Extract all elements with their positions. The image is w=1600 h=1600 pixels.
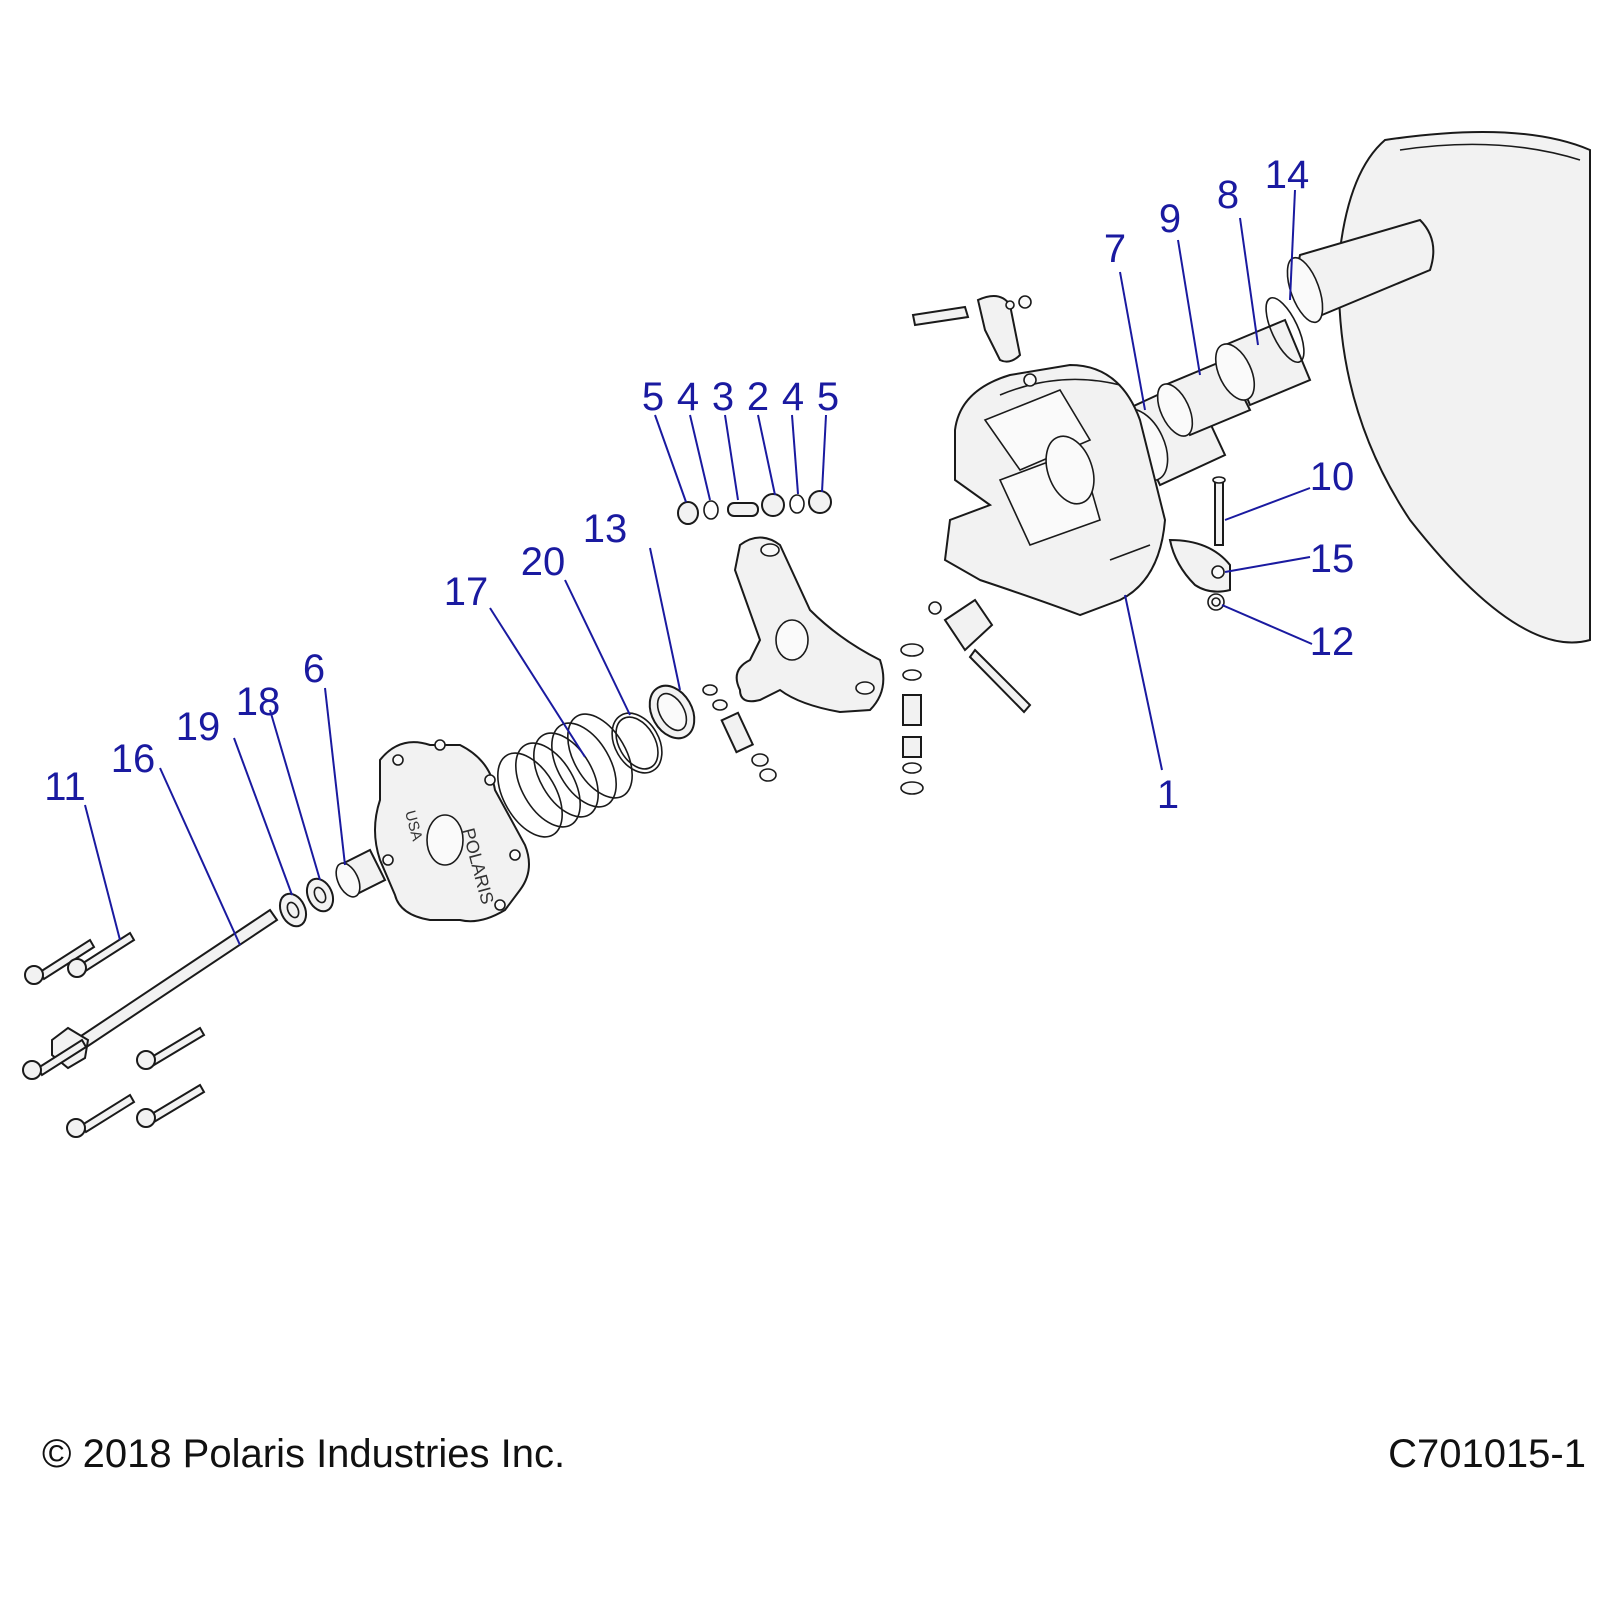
upper-arm-pin xyxy=(911,295,1032,363)
copyright-text: © 2018 Polaris Industries Inc. xyxy=(42,1432,566,1476)
pin-10 xyxy=(1212,476,1226,546)
long-bolt-16 xyxy=(51,908,279,1070)
callout-1: 1 xyxy=(1157,773,1179,817)
callout-19: 19 xyxy=(176,705,221,749)
callout-9: 9 xyxy=(1159,197,1181,241)
callout-13: 13 xyxy=(583,507,628,551)
bushing-8 xyxy=(1214,318,1312,407)
callout-7: 7 xyxy=(1104,227,1126,271)
roller-assembly-top xyxy=(677,490,832,525)
washer-19 xyxy=(278,892,308,928)
spider-hub xyxy=(943,363,1167,617)
callout-17: 17 xyxy=(444,570,489,614)
spring-17 xyxy=(497,713,633,838)
callout-4a: 4 xyxy=(677,375,699,419)
ring-13 xyxy=(648,684,696,740)
callout-5b: 5 xyxy=(817,375,839,419)
weight-15 xyxy=(1168,538,1231,593)
callout-8: 8 xyxy=(1217,173,1239,217)
callout-16: 16 xyxy=(111,737,156,781)
washer-18 xyxy=(305,877,335,913)
callout-11: 11 xyxy=(44,765,86,809)
callout-10: 10 xyxy=(1310,455,1355,499)
callout-2: 2 xyxy=(747,375,769,419)
callout-5a: 5 xyxy=(642,375,664,419)
short-bolts-11 xyxy=(22,931,206,1138)
callout-6: 6 xyxy=(303,647,325,691)
bushing-6 xyxy=(335,848,387,898)
callout-20: 20 xyxy=(521,540,566,584)
spider-arm xyxy=(733,536,885,714)
cover-plate: POLARIS USA xyxy=(374,739,530,923)
callouts: 1 2 3 4 4 5 5 6 7 8 9 10 11 12 13 14 15 … xyxy=(44,153,1354,817)
roller-stack-diagonal xyxy=(702,684,777,782)
callout-14: 14 xyxy=(1265,153,1310,197)
leader-lines xyxy=(84,189,1313,946)
callout-4b: 4 xyxy=(782,375,804,419)
callout-12: 12 xyxy=(1310,620,1355,664)
sheave-assembly xyxy=(1286,131,1591,644)
drawing-number: C701015-1 xyxy=(1388,1432,1586,1476)
ring-14 xyxy=(1265,297,1305,363)
callout-18: 18 xyxy=(236,680,281,724)
callout-15: 15 xyxy=(1310,537,1355,581)
lower-arm-pin xyxy=(928,598,1032,714)
washer-20 xyxy=(611,712,663,774)
roller-stack-vertical xyxy=(900,643,924,795)
callout-3: 3 xyxy=(712,375,734,419)
nut-12 xyxy=(1207,593,1225,611)
